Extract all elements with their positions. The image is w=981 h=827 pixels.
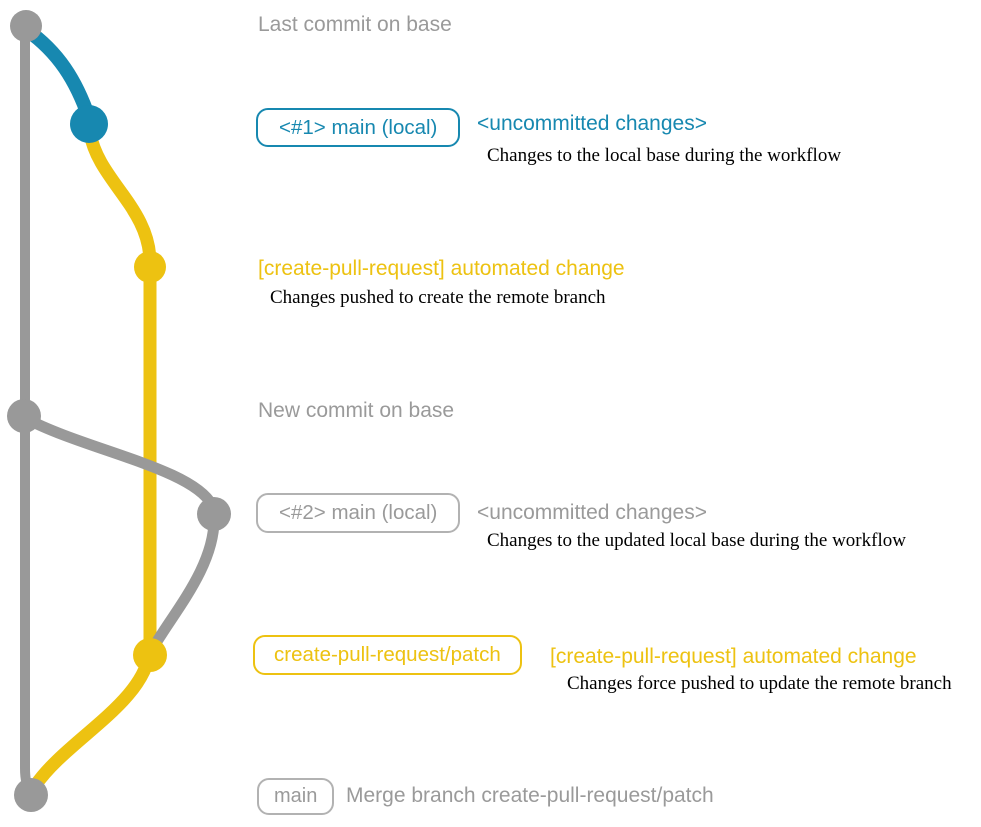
- status-uncommitted-changes-2: <uncommitted changes>: [477, 501, 707, 524]
- commit-message-automated-change-1: [create-pull-request] automated change: [258, 257, 625, 280]
- main-local-2-branch-line-lower: [147, 512, 220, 654]
- commit-dot-uncommitted-changes-1: [70, 105, 108, 143]
- branch-badge-create-pull-request-patch: create-pull-request/patch: [253, 635, 522, 675]
- commit-dot-merge-commit: [14, 778, 48, 812]
- status-uncommitted-changes-1: <uncommitted changes>: [477, 112, 707, 135]
- note-changes-pushed: Changes pushed to create the remote bran…: [270, 287, 606, 308]
- branch-badge-main-local-1-label: <#1> main (local): [279, 115, 438, 139]
- main-local-1-branch-line: [20, 23, 96, 125]
- branch-badge-main-local-1: <#1> main (local): [256, 108, 461, 147]
- commit-dot-automated-change-1: [134, 251, 166, 283]
- branch-badge-main-label: main: [274, 785, 318, 807]
- branch-badge-create-pull-request-patch-label: create-pull-request/patch: [274, 643, 501, 666]
- branch-badge-main: main: [257, 778, 335, 815]
- branch-badge-main-local-2-label: <#2> main (local): [279, 501, 438, 524]
- commit-dot-automated-change-2: [133, 638, 167, 672]
- commit-dot-uncommitted-changes-2: [197, 497, 231, 531]
- note-local-base-changes: Changes to the local base during the wor…: [487, 145, 842, 166]
- note-changes-force-pushed: Changes force pushed to update the remot…: [567, 673, 952, 694]
- commit-message-merge-branch: Merge branch create-pull-request/patch: [346, 784, 714, 807]
- label-last-commit-on-base: Last commit on base: [258, 13, 452, 36]
- git-graph: [7, 10, 231, 812]
- commit-dot-last-commit-on-base: [10, 10, 42, 42]
- commit-dot-new-commit-on-base: [7, 399, 41, 433]
- commit-message-automated-change-2: [create-pull-request] automated change: [550, 645, 917, 668]
- branch-badge-main-local-2: <#2> main (local): [256, 493, 461, 533]
- label-new-commit-on-base: New commit on base: [258, 399, 455, 422]
- main-local-2-branch-line-upper: [19, 412, 218, 511]
- note-updated-local-base-changes: Changes to the updated local base during…: [487, 530, 906, 551]
